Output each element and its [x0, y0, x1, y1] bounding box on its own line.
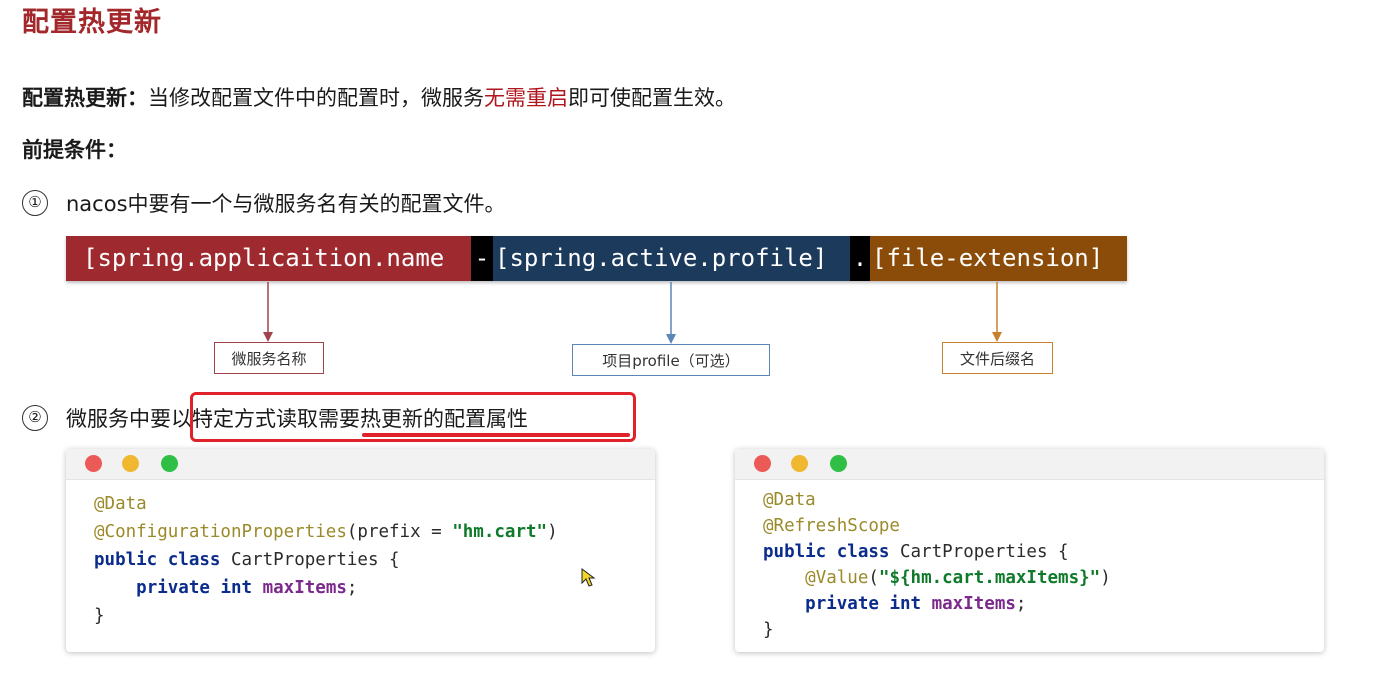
- segment-app-name: [spring.applicaition.name: [66, 236, 471, 281]
- arrow-profile: [666, 282, 676, 344]
- maximize-dot-icon: [161, 455, 178, 472]
- arrow-suffix: [992, 282, 1002, 342]
- code-line: @Data: [763, 490, 816, 510]
- intro-text-after: 即可使配置生效。: [568, 86, 736, 110]
- label-service-name: 微服务名称: [214, 342, 324, 374]
- segment-dot: .: [850, 236, 870, 281]
- code-line: @Data: [94, 494, 147, 514]
- intro-paragraph: 配置热更新：当修改配置文件中的配置时，微服务无需重启即可使配置生效。: [22, 82, 736, 112]
- intro-text-before: 当修改配置文件中的配置时，微服务: [148, 86, 484, 110]
- close-dot-icon: [754, 455, 771, 472]
- step1-line: ① nacos中要有一个与微服务名有关的配置文件。: [22, 188, 506, 218]
- config-filename-pattern: [spring.applicaition.name - [spring.acti…: [66, 236, 1127, 281]
- step2-text-before: 微服务中要: [66, 407, 171, 431]
- code-window-refresh-scope: @Data @RefreshScope public class CartPro…: [735, 449, 1324, 652]
- prereq-label: 前提条件：: [22, 138, 127, 162]
- code-block: @Data @RefreshScope public class CartPro…: [735, 480, 1324, 640]
- segment-extension: [file-extension]: [870, 236, 1127, 281]
- code-line: public class CartProperties {: [94, 550, 400, 570]
- arrow-service-name: [263, 282, 273, 342]
- segment-dash: -: [471, 236, 493, 281]
- page-title: 配置热更新: [22, 7, 162, 38]
- code-window-titlebar: [735, 449, 1324, 480]
- step2-boxed-part1: 以特定方式读取: [171, 407, 318, 431]
- mouse-cursor-icon: [581, 568, 596, 587]
- maximize-dot-icon: [830, 455, 847, 472]
- code-line: public class CartProperties {: [763, 542, 1069, 562]
- step2-line: ② 微服务中要以特定方式读取需要热更新的配置属性: [22, 403, 528, 433]
- code-line: @ConfigurationProperties(prefix = "hm.ca…: [94, 522, 558, 542]
- code-line: private int maxItems;: [136, 578, 358, 598]
- step1-number: ①: [22, 190, 48, 216]
- code-window-configuration-properties: @Data @ConfigurationProperties(prefix = …: [66, 449, 655, 652]
- highlight-box: [190, 392, 636, 442]
- step2-boxed-part2: 需要热更新的配置属性: [318, 407, 528, 431]
- step2-number: ②: [22, 405, 48, 431]
- segment-profile: [spring.active.profile]: [493, 236, 850, 281]
- intro-label: 配置热更新：: [22, 86, 148, 110]
- label-suffix: 文件后缀名: [942, 342, 1053, 374]
- minimize-dot-icon: [122, 455, 139, 472]
- code-line: @RefreshScope: [763, 516, 900, 536]
- code-window-titlebar: [66, 449, 655, 480]
- code-line: @Value("${hm.cart.maxItems}"): [805, 568, 1111, 588]
- intro-highlight: 无需重启: [484, 86, 568, 110]
- code-line: private int maxItems;: [805, 594, 1027, 614]
- highlight-underline: [362, 433, 630, 437]
- step1-text: nacos中要有一个与微服务名有关的配置文件。: [66, 192, 506, 216]
- code-line: }: [763, 620, 774, 640]
- label-profile: 项目profile（可选）: [572, 344, 770, 376]
- code-line: }: [94, 606, 105, 626]
- close-dot-icon: [85, 455, 102, 472]
- code-block: @Data @ConfigurationProperties(prefix = …: [66, 480, 655, 626]
- minimize-dot-icon: [791, 455, 808, 472]
